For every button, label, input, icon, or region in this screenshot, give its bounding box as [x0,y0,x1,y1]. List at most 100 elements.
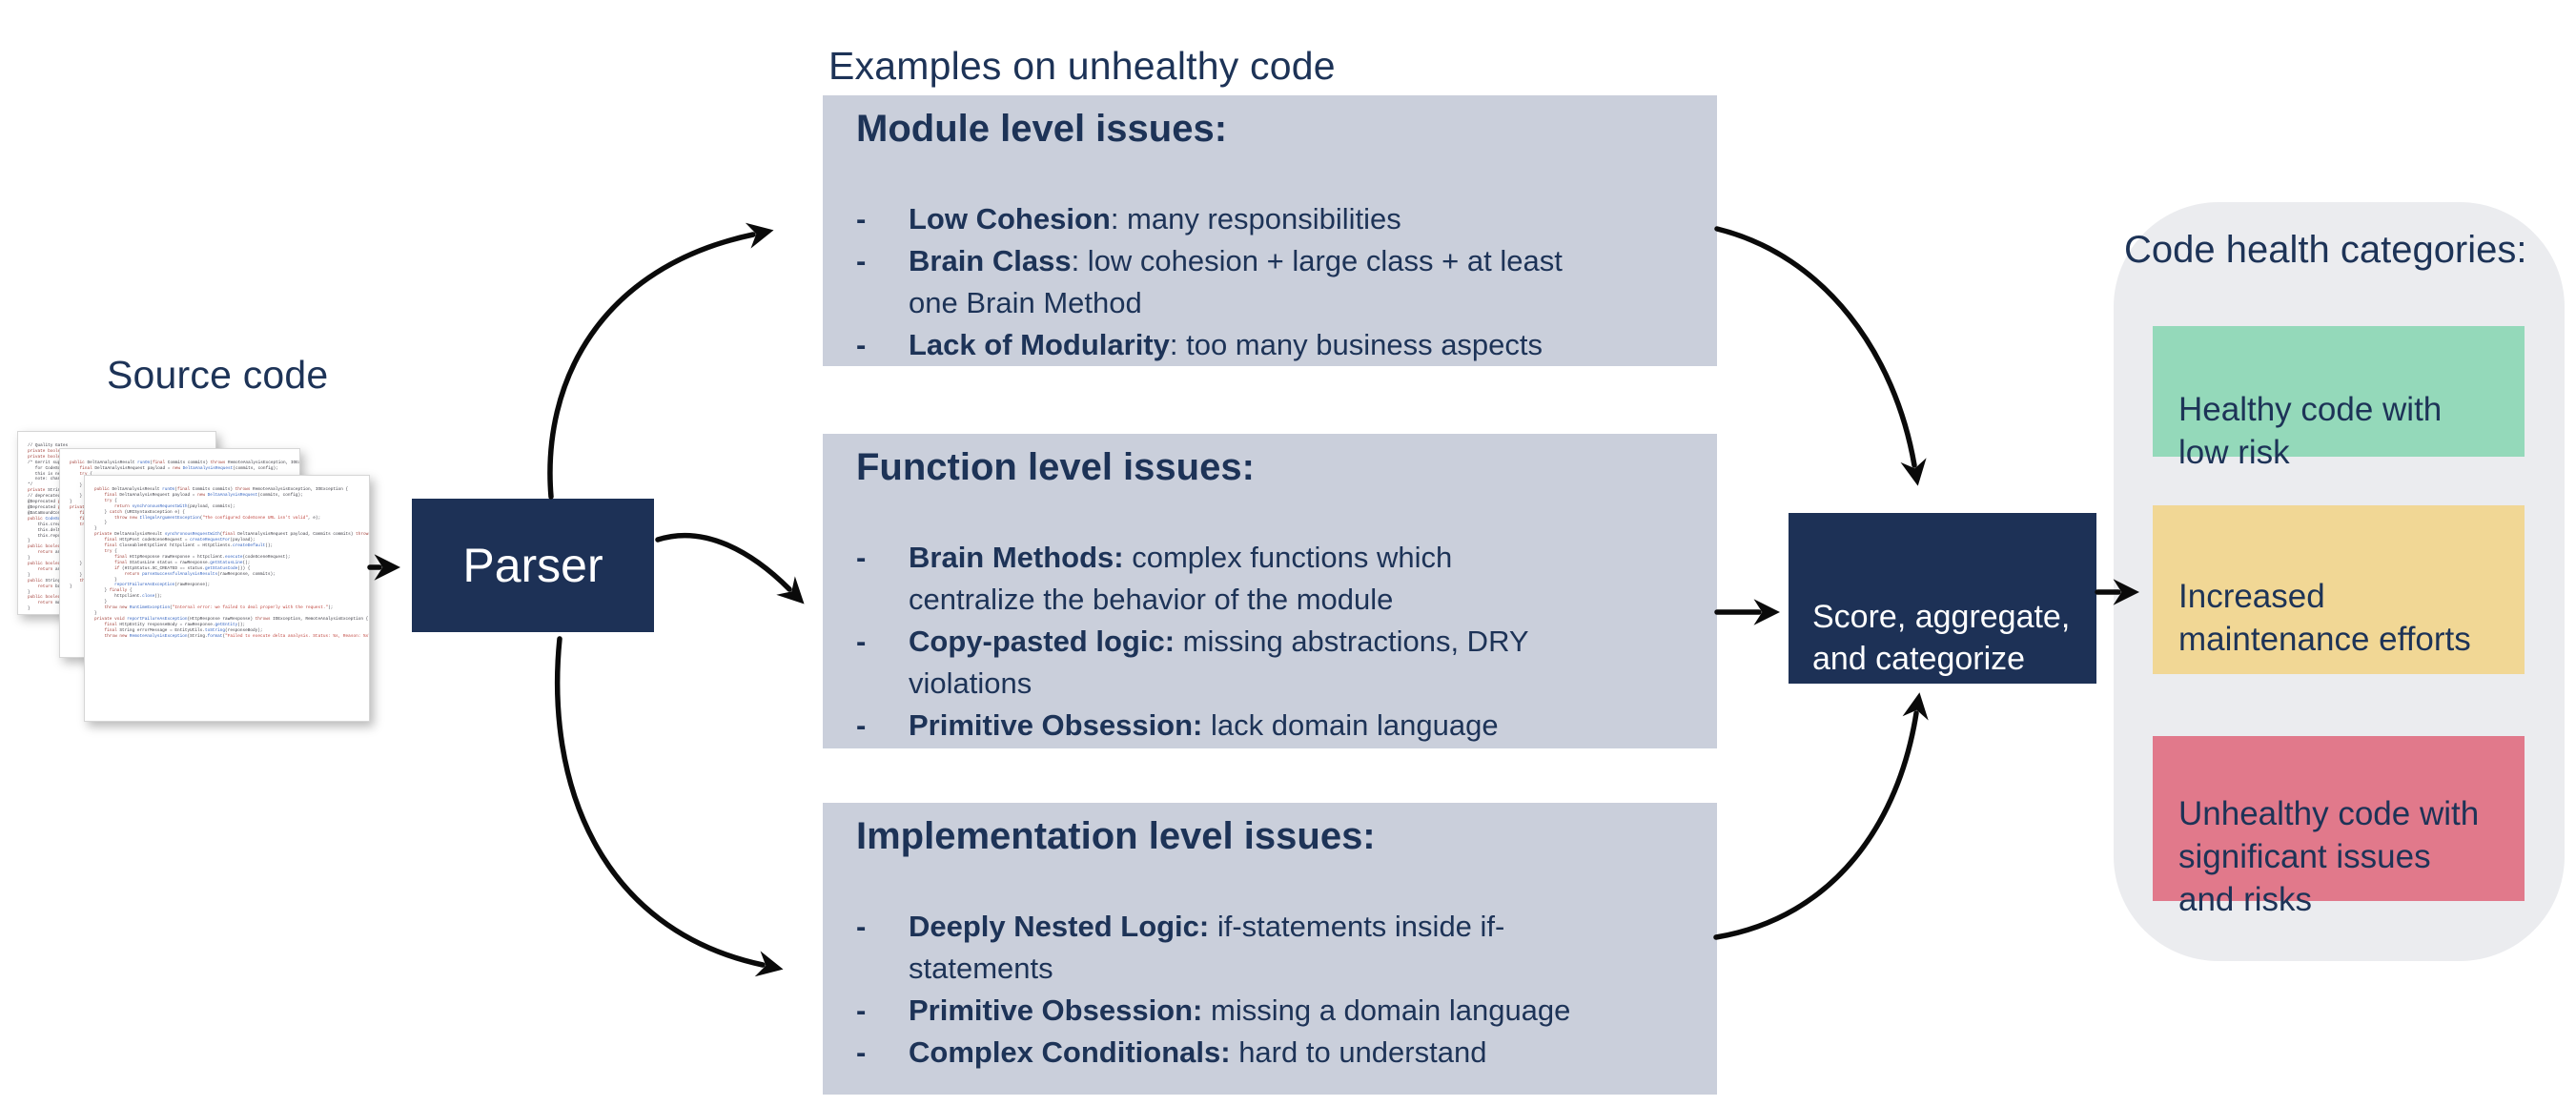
code-line: } [28,572,31,578]
module-issues-title: Module level issues: [856,108,1228,150]
score-aggregate-node: Score, aggregate, and categorize [1789,513,2096,684]
code-line: } [94,600,108,605]
code-line: } [28,556,31,562]
bullet-lead: Complex Conditionals: [909,1035,1231,1069]
bullet-dash: - [856,541,867,574]
bullet-lead: Lack of Modularity [909,328,1170,361]
code-line: try { [104,548,117,554]
bullet-dash: - [856,993,867,1027]
category-unhealthy-label: Unhealthy code with significant issues a… [2178,795,2480,918]
bullet-dash: - [856,708,867,742]
bullet-item: - Deeply Nested Logic: if-statements ins… [856,906,1692,990]
implementation-issues-list: - Deeply Nested Logic: if-statements ins… [856,906,1692,1074]
score-aggregate-label: Score, aggregate, and categorize [1812,599,2071,677]
examples-header: Examples on unhealthy code [828,44,1336,88]
parser-label: Parser [462,539,603,592]
bullet-lead: Primitive Obsession: [909,993,1203,1027]
bullet-item: - Complex Conditionals: hard to understa… [856,1032,1692,1074]
code-line: } [28,539,31,544]
bullet-lead: Brain Methods: [909,541,1124,574]
code-line: final StatusLine status = rawResponse.ge… [114,560,251,565]
code-line: } [70,494,83,500]
code-line: } [28,606,31,612]
category-healthy: Healthy code with low risk [2153,326,2525,471]
code-line: final String errorMessage = EntityUtils.… [104,627,263,633]
code-line: } [94,521,108,526]
code-line: final HttpResponse rawResponse = httpcli… [114,554,291,560]
code-line: } catch (URISyntaxException e) { [94,509,185,515]
bullet-text: lack domain language [1202,708,1499,742]
bullet-dash: - [856,202,867,236]
bullet-item: - Primitive Obsession: missing a domain … [856,990,1692,1032]
code-line: } finally { [94,588,133,594]
bullet-dash: - [856,625,867,658]
arrow-module-to-score [1714,226,1927,486]
bullet-lead: Copy-pasted logic: [909,625,1176,658]
code-line: } [70,584,72,589]
implementation-issues-title: Implementation level issues: [856,815,1376,857]
bullet-text: hard to understand [1230,1035,1487,1069]
code-line: */ [28,482,33,488]
code-line: if (HttpStatus.SC_CREATED == status.getS… [114,565,251,571]
function-issues-list: - Brain Methods: complex functions which… [856,537,1692,747]
bullet-item: - Copy-pasted logic: missing abstraction… [856,621,1692,705]
category-increased-maintenance: Increased maintenance efforts [2153,505,2525,674]
code-line: try { [104,498,117,503]
category-unhealthy: Unhealthy code with significant issues a… [2153,736,2525,918]
code-line: final HttpPost codeSceneRequest = create… [104,538,256,543]
bullet-text: missing a domain language [1202,993,1571,1027]
code-line: } [70,500,72,505]
bullet-lead: Primitive Obsession: [909,708,1203,742]
code-line: // Quality Gates [28,443,69,448]
code-page-front: public DeltaAnalysisResult runOn(final C… [84,475,370,722]
code-line: } [28,589,31,595]
code-line: throw new RuntimeException("Internal err… [104,605,334,611]
module-issues-box: Module level issues: - Low Cohesion: man… [823,95,1717,366]
bullet-dash: - [856,1035,867,1069]
bullet-text: : low cohesion + large class + at least … [909,244,1563,319]
arrow-implementation-to-score [1713,692,1929,940]
code-line: final DeltaAnalysisRequest payload = new… [79,465,278,471]
code-line: } [70,573,83,579]
module-issues-list: - Low Cohesion: many responsibilities - … [856,198,1692,366]
arrow-parser-to-implementation [554,636,784,977]
code-line: try { [70,472,299,478]
bullet-lead: Deeply Nested Logic: [909,910,1210,943]
bullet-item: - Lack of Modularity: too many business … [856,324,1692,366]
function-issues-title: Function level issues: [856,446,1255,488]
bullet-item: - Low Cohesion: many responsibilities [856,198,1692,240]
code-line: private DeltaAnalysisResult synchronousR… [94,532,370,538]
code-line: } [94,526,97,532]
category-increased-maintenance-label: Increased maintenance efforts [2178,578,2471,658]
arrow-parser-to-module [547,222,774,500]
code-line: final HttpEntity responseBody = rawRespo… [104,622,246,627]
bullet-item: - Primitive Obsession: lack domain langu… [856,705,1692,747]
implementation-issues-box: Implementation level issues: - Deeply Ne… [823,803,1717,1095]
bullet-lead: Brain Class [909,244,1072,277]
code-line: reportFailureAsException(rawResponse); [114,583,211,588]
code-line: @DataBoundConstructor [28,510,81,516]
code-line: return synchronousRequestWith(payload, c… [114,503,235,509]
source-code-label: Source code [107,353,329,397]
bullet-text: : many responsibilities [1110,202,1401,236]
code-line: private void reportFailureAsException(Ht… [94,616,369,622]
function-issues-box: Function level issues: - Brain Methods: … [823,434,1717,748]
code-line: throw new IllegalArgumentException("The … [114,515,321,521]
bullet-text: : too many business aspects [1169,328,1544,361]
code-line: public DeltaAnalysisResult runOn(final C… [70,461,299,465]
bullet-text: missing abstractions, DRY violations [909,625,1529,700]
bullet-item: - Brain Class: low cohesion + large clas… [856,240,1692,324]
code-line: httpclient.close(); [94,594,163,600]
arrow-parser-to-function [655,532,805,604]
code-line: final DeltaAnalysisRequest payload = new… [104,492,303,498]
bullet-lead: Low Cohesion [909,202,1111,236]
code-line: final CloseableHttpClient httpclient = H… [104,543,274,549]
code-line: } [94,610,97,616]
bullet-dash: - [856,910,867,943]
bullet-item: - Brain Methods: complex functions which… [856,537,1692,621]
code-line: throw new RemoteAnalysisException(String… [104,633,370,639]
code-line: } [94,577,117,583]
code-line: return parseSuccessfulAnalysisResults(ra… [124,571,276,577]
category-healthy-label: Healthy code with low risk [2178,391,2443,471]
